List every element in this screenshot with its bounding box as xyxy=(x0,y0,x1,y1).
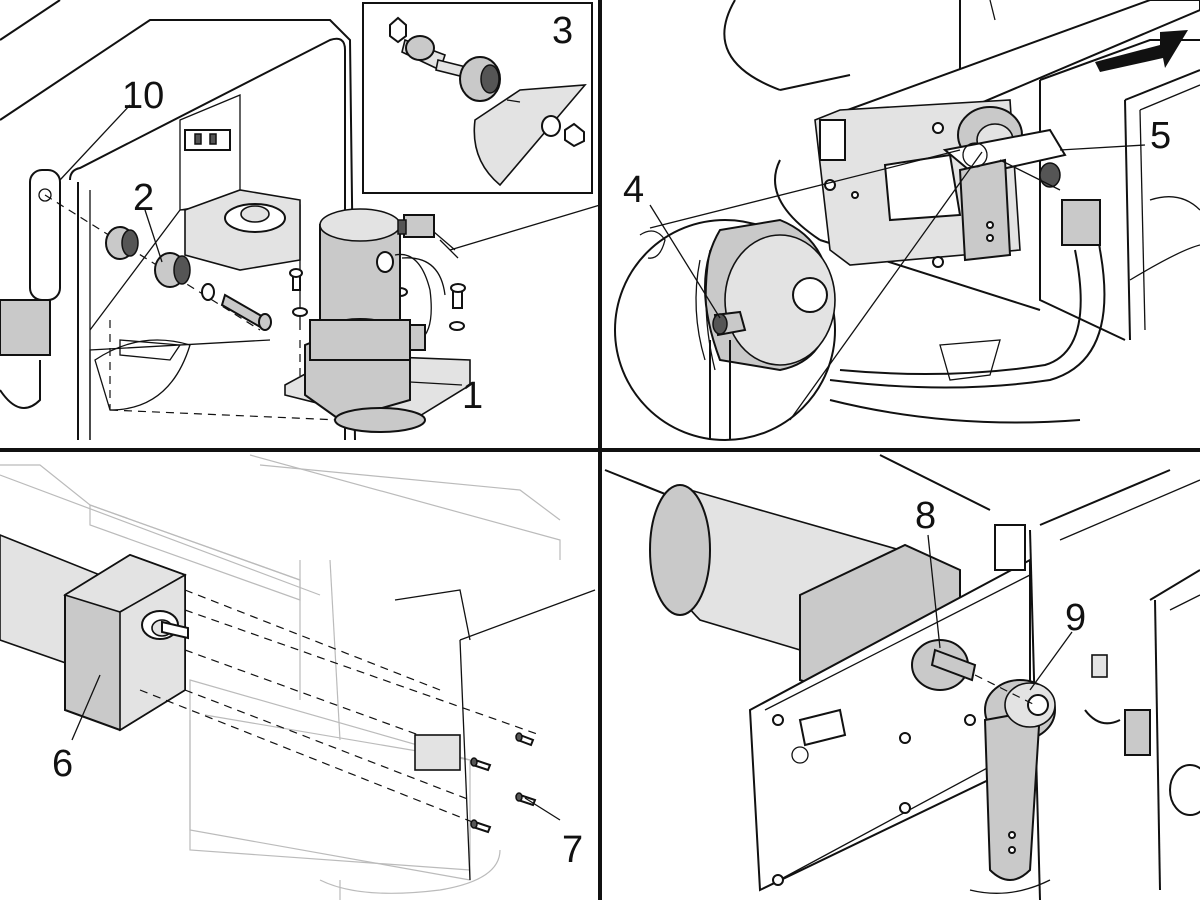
screw xyxy=(515,732,535,747)
callout-7: 7 xyxy=(562,829,583,871)
callout-2: 2 xyxy=(133,177,154,219)
output-shaft xyxy=(930,648,977,682)
bracket-arm xyxy=(942,128,1067,177)
rubber-mount xyxy=(105,226,139,260)
panel-top-right xyxy=(614,0,1200,441)
direction-arrow-icon xyxy=(1095,30,1188,72)
detail-inset-3 xyxy=(362,2,593,194)
magnifier-detail-circle xyxy=(614,142,988,441)
callout-8: 8 xyxy=(915,495,936,537)
callout-labels: 1 2 3 4 5 6 7 8 9 10 xyxy=(52,10,1171,871)
terminal-strip xyxy=(184,129,231,151)
callout-9: 9 xyxy=(1065,597,1086,639)
connector xyxy=(403,214,435,238)
callout-4: 4 xyxy=(623,169,644,211)
callout-3: 3 xyxy=(552,10,573,52)
washer xyxy=(201,283,215,301)
panel-bottom-right xyxy=(604,454,1200,900)
panel-top-left xyxy=(0,0,601,441)
connector-block xyxy=(414,734,461,771)
panel-bottom-left xyxy=(0,454,596,900)
pipe-fitting xyxy=(1061,199,1101,246)
callout-5: 5 xyxy=(1150,115,1171,157)
screw xyxy=(470,757,492,772)
pump-motor xyxy=(309,208,411,361)
screw xyxy=(515,792,537,807)
callout-1: 1 xyxy=(462,375,483,417)
callout-10: 10 xyxy=(122,75,164,117)
screw xyxy=(470,819,492,834)
side-block xyxy=(0,299,51,356)
callout-6: 6 xyxy=(52,743,73,785)
cam-arm xyxy=(983,679,1056,881)
